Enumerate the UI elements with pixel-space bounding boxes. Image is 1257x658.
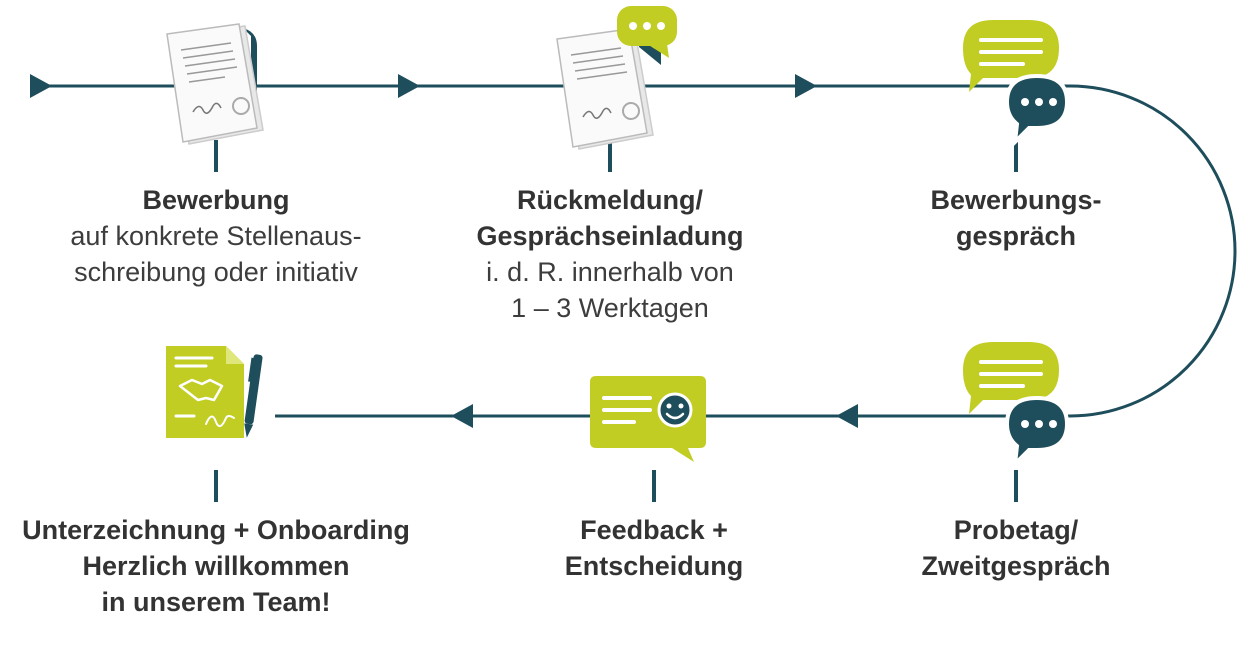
step-title-line: Zweitgespräch [921,551,1111,581]
step-desc-line: i. d. R. innerhalb von [486,257,734,287]
step-title-line: Herzlich willkommen [82,551,350,581]
step-title-line: Gesprächseinladung [476,221,744,251]
document-with-chat-bubble-icon [556,28,661,150]
step-title-line: in unserem Team! [101,587,331,617]
step-rueckmeldung: Rückmeldung/ Gesprächseinladung i. d. R.… [476,182,743,326]
step-bewerbungsgespraech: Bewerbungs- gespräch [930,182,1101,254]
step-ticks [214,140,1018,502]
step-title-line: Unterzeichnung + Onboarding [22,515,410,545]
arrowhead-right-2 [795,74,817,98]
application-document-icon [166,23,264,145]
step-title-line: Bewerbungs- [930,185,1102,215]
arrowhead-left-2 [451,404,473,428]
signed-contract-handshake-icon [166,346,263,438]
step-probetag: Probetag/ Zweitgespräch [921,512,1110,584]
step-unterzeichnung: Unterzeichnung + Onboarding Herzlich wil… [22,512,410,620]
conversation-bubbles-icon [963,342,1070,470]
step-title-line: Entscheidung [564,551,744,581]
step-desc-line: 1 – 3 Werktagen [511,293,709,323]
step-title-line: Rückmeldung/ [516,185,704,215]
feedback-smiley-bubble-icon [590,376,706,462]
step-bewerbung: Bewerbung auf konkrete Stellenaus- schre… [70,182,361,290]
chat-bubble-icon [617,6,677,58]
step-feedback: Feedback + Entscheidung [565,512,744,584]
arrowhead-left-1 [836,404,858,428]
step-title-line: gespräch [955,221,1077,251]
conversation-bubbles-icon [963,20,1070,148]
arrowhead-start [30,74,52,98]
arrowhead-right-1 [398,74,420,98]
arrowheads [30,74,858,428]
step-desc-line: auf konkrete Stellenaus- [70,221,362,251]
step-desc-line: schreibung oder initiativ [74,257,358,287]
step-title-line: Probetag/ [953,515,1079,545]
step-title-line: Feedback + [580,515,728,545]
step-title-line: Bewerbung [142,185,290,215]
return-curve [1020,84,1237,418]
